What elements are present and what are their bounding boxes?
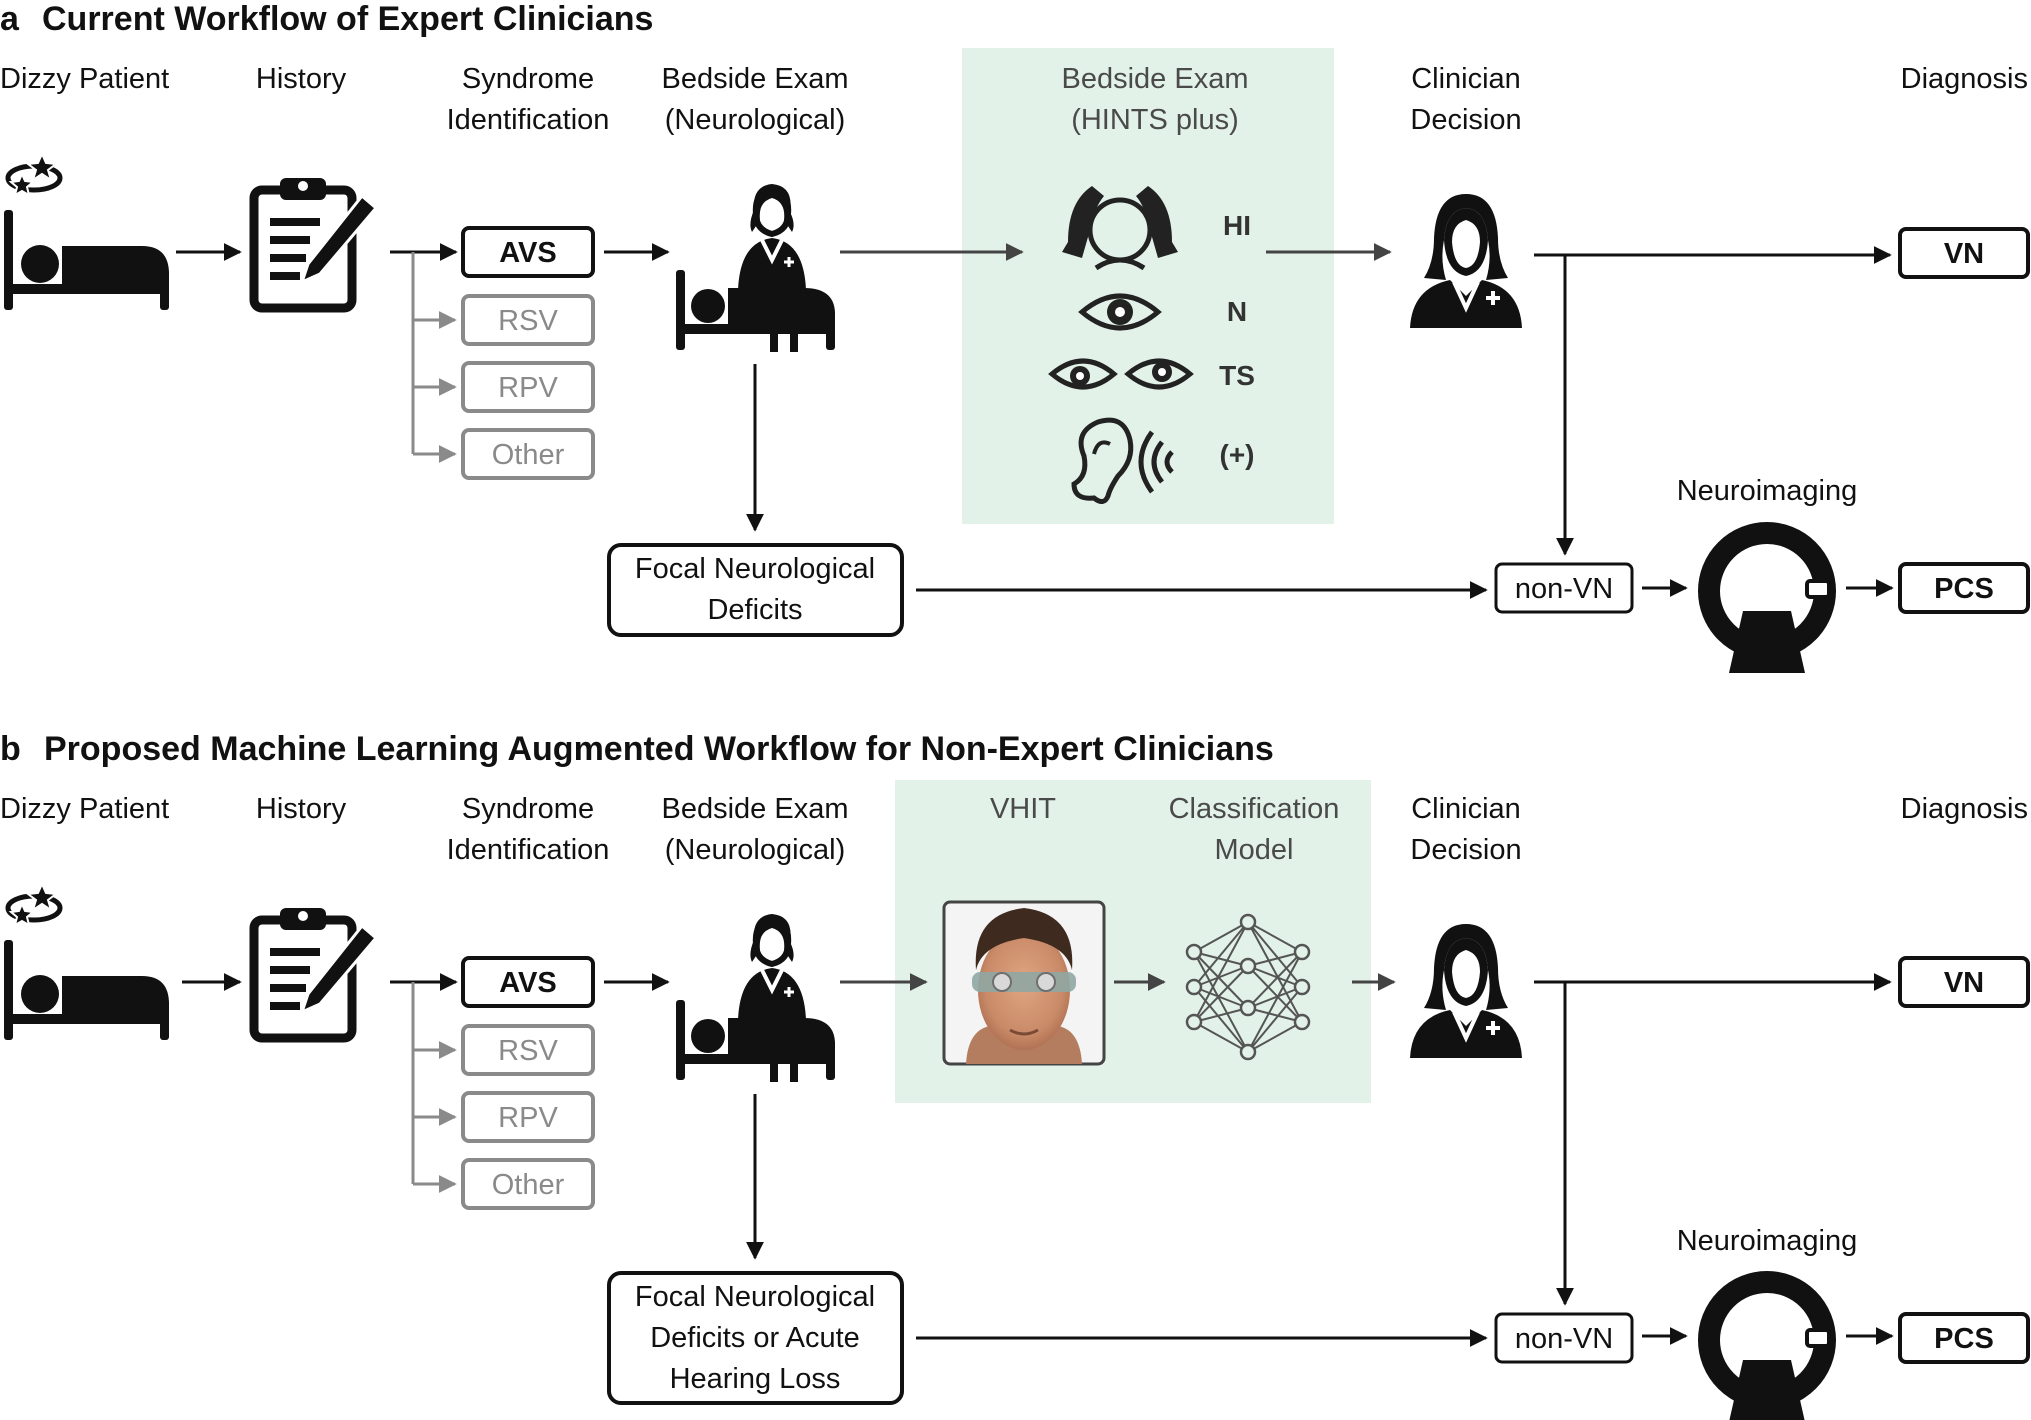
step-bedside-exam-2: (Neurological) [665,104,846,136]
focal-deficits-label-2: Deficits [707,594,802,626]
bed-icon-b [4,940,169,1040]
other-label-b: Other [492,1169,565,1201]
panel-b-letter: b [0,730,21,768]
vn-label: VN [1944,238,1984,270]
bedside-exam-icon-b [676,914,835,1082]
step-classification-model: Classification [1169,793,1340,825]
step-syndrome-2: Identification [447,104,610,136]
hints-highlight-box [962,48,1334,524]
step-neuroimaging: Neuroimaging [1677,475,1858,507]
avs-box-b [461,956,595,1008]
focal-deficits-label-b-3: Hearing Loss [670,1363,841,1395]
hints-ts-label: TS [1219,360,1255,391]
step-syndrome-b-2: Identification [447,834,610,866]
rsv-label-b: RSV [498,1035,558,1067]
step-syndrome: Syndrome [462,63,594,95]
mri-scanner-icon-b [1709,1282,1829,1420]
hints-plus-label: (+) [1220,439,1255,470]
mri-scanner-icon [1709,533,1829,673]
rsv-box-b [461,1024,595,1076]
hints-n-label: N [1227,296,1247,327]
panel-b-title: Proposed Machine Learning Augmented Work… [44,730,1274,768]
panel-a-letter: a [0,0,20,38]
other-label: Other [492,439,565,471]
head-impulse-icon [1062,186,1178,271]
dizzy-icon [8,154,60,195]
clinician-icon [1408,192,1524,330]
step-history: History [256,63,347,95]
step-dizzy-patient-b: Dizzy Patient [0,793,169,825]
panel-a-title: Current Workflow of Expert Clinicians [42,0,653,38]
step-history-b: History [256,793,347,825]
step-neuroimaging-b: Neuroimaging [1677,1225,1858,1257]
avs-label-b: AVS [499,967,556,999]
dizzy-icon-b [8,884,60,925]
pcs-box [1898,562,2030,614]
eye-icon [1078,293,1162,331]
focal-deficits-box [607,543,904,637]
sound-wave-icon [1138,430,1174,494]
eyes-skew-icon [1048,358,1194,390]
step-clinician-b: Clinician [1411,793,1521,825]
step-hints: Bedside Exam [1062,63,1249,95]
pcs-label-b: PCS [1934,1323,1994,1355]
vn-box-b [1898,956,2030,1008]
step-vhit: VHIT [990,793,1056,825]
hints-hi-label: HI [1223,210,1251,241]
pcs-box-b [1898,1312,2030,1364]
bed-icon [4,210,169,310]
panel-b: b Proposed Machine Learning Augmented Wo… [0,730,2030,1420]
step-clinician: Clinician [1411,63,1521,95]
non-vn-label-b: non-VN [1515,1323,1613,1355]
rpv-box-b [461,1091,595,1143]
step-syndrome-b: Syndrome [462,793,594,825]
clipboard-icon-b [254,908,376,1038]
step-hints-2: (HINTS plus) [1071,104,1239,136]
vn-box [1898,227,2030,279]
other-box-b [461,1158,595,1210]
step-dizzy-patient: Dizzy Patient [0,63,169,95]
step-diagnosis: Diagnosis [1901,63,2028,95]
rsv-box [461,294,595,346]
non-vn-box [1494,562,1634,614]
rsv-label: RSV [498,305,558,337]
non-vn-label: non-VN [1515,573,1613,605]
clipboard-icon [254,178,376,308]
rpv-label: RPV [498,372,558,404]
focal-deficits-label-b-2: Deficits or Acute [650,1322,860,1354]
focal-deficits-label-b: Focal Neurological [635,1281,875,1313]
focal-deficits-label: Focal Neurological [635,553,875,585]
pcs-label: PCS [1934,573,1994,605]
step-clinician-b-2: Decision [1410,834,1521,866]
step-bedside-exam: Bedside Exam [662,63,849,95]
step-bedside-exam-b-2: (Neurological) [665,834,846,866]
vhit-patient-image [942,900,1106,1066]
step-classification-model-2: Model [1215,834,1294,866]
rpv-box [461,361,595,413]
focal-deficits-box-b [607,1271,904,1405]
other-box [461,428,595,480]
bedside-exam-icon [676,184,835,352]
panel-a: a Current Workflow of Expert Clinicians … [0,0,2030,673]
vn-label-b: VN [1944,967,1984,999]
clinician-icon-b [1408,922,1524,1060]
step-diagnosis-b: Diagnosis [1901,793,2028,825]
ear-icon [1071,417,1134,504]
step-bedside-exam-b: Bedside Exam [662,793,849,825]
rpv-label-b: RPV [498,1102,558,1134]
avs-label: AVS [499,237,556,269]
avs-box [461,226,595,278]
non-vn-box-b [1494,1312,1634,1364]
step-clinician-2: Decision [1410,104,1521,136]
